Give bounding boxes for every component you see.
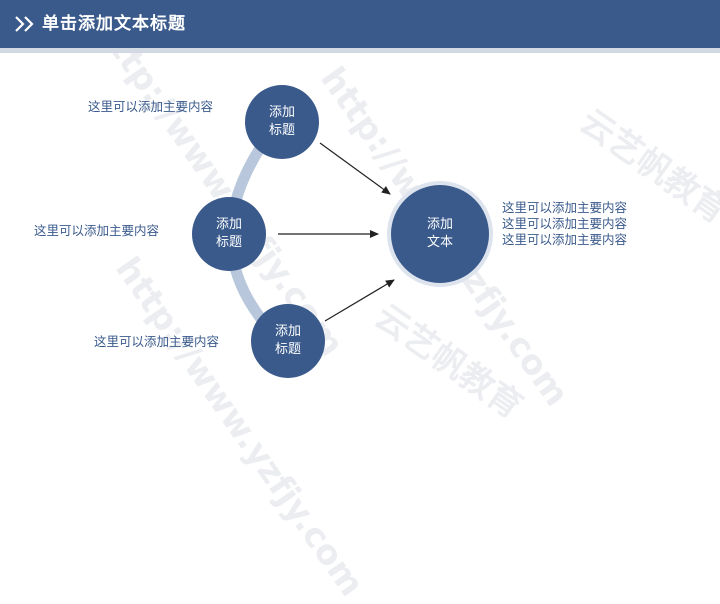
node-center-line2: 文本 (426, 235, 453, 250)
description-middle: 这里可以添加主要内容 (34, 223, 160, 238)
node-top-line1: 添加 (268, 105, 295, 120)
node-middle-label: 添加 标题 (209, 216, 249, 252)
node-bottom-label: 添加 标题 (268, 323, 308, 359)
description-right: 这里可以添加主要内容 这里可以添加主要内容 这里可以添加主要内容 (502, 200, 627, 248)
node-center-line1: 添加 (426, 217, 453, 232)
node-top-line2: 标题 (268, 123, 295, 138)
arrow-top-to-center (319, 142, 391, 195)
description-right-line: 这里可以添加主要内容 (502, 232, 628, 247)
node-bottom-line1: 添加 (274, 324, 301, 339)
node-top-label: 添加 标题 (262, 104, 302, 140)
header-rule (0, 48, 720, 53)
node-center-label: 添加 文本 (420, 216, 460, 252)
description-top: 这里可以添加主要内容 (88, 99, 214, 114)
double-chevron-right-icon (15, 16, 34, 32)
node-bottom-circle (251, 304, 325, 378)
node-middle-circle (192, 197, 266, 271)
flow-diagram (192, 85, 493, 378)
node-center-circle (391, 185, 489, 283)
node-middle-line2: 标题 (215, 235, 242, 250)
description-right-line: 这里可以添加主要内容 (502, 200, 628, 215)
arrow-bottom-to-center (324, 279, 395, 322)
node-middle-line1: 添加 (215, 217, 242, 232)
description-bottom: 这里可以添加主要内容 (94, 334, 220, 349)
page-title: 单击添加文本标题 (42, 14, 186, 34)
node-top-circle (245, 85, 319, 159)
header-bar (0, 0, 720, 48)
description-right-line: 这里可以添加主要内容 (502, 216, 628, 231)
node-bottom-line2: 标题 (274, 342, 301, 357)
